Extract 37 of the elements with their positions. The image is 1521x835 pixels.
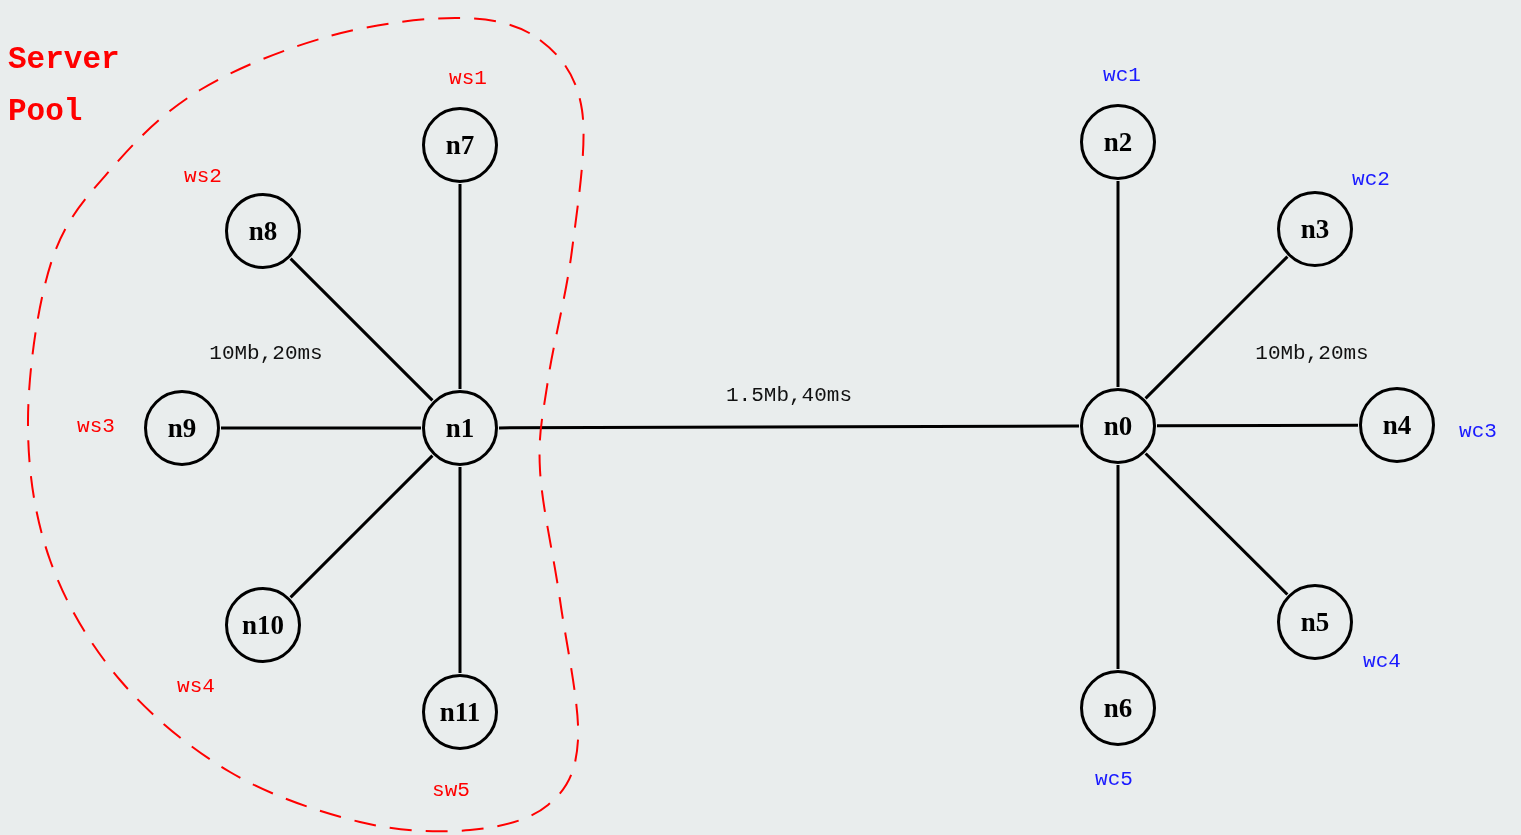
node-label: ws1 [449, 66, 487, 90]
link-line [1116, 181, 1120, 387]
link-line [458, 184, 462, 389]
node-label: wc4 [1363, 649, 1401, 673]
node-circle: n10 [225, 587, 301, 663]
link-line [221, 426, 421, 430]
node-label: ws3 [77, 414, 115, 438]
link-line [1144, 255, 1289, 400]
node-circle: n9 [144, 390, 220, 466]
node-circle: n5 [1277, 584, 1353, 660]
node-label: ws2 [184, 164, 222, 188]
node-circle: n2 [1080, 104, 1156, 180]
node-circle: n1 [422, 390, 498, 466]
node-circle: n6 [1080, 670, 1156, 746]
node-label: wc2 [1352, 167, 1390, 191]
node-circle: n8 [225, 193, 301, 269]
node-label: wc1 [1103, 63, 1141, 87]
node-circle: n7 [422, 107, 498, 183]
link-line [499, 424, 1079, 430]
node-label: wc3 [1459, 419, 1497, 443]
node-label: ws4 [177, 674, 215, 698]
link-line [289, 257, 434, 402]
node-label: wc5 [1095, 767, 1133, 791]
node-circle: n4 [1359, 387, 1435, 463]
link-line [1144, 452, 1289, 596]
link-line [458, 467, 462, 673]
link-line [1116, 465, 1120, 669]
link-label: 10Mb,20ms [1255, 341, 1369, 365]
node-circle: n11 [422, 674, 498, 750]
node-label: sw5 [432, 778, 470, 802]
link-line [289, 454, 434, 599]
edge-label: 1.5Mb,40ms [726, 383, 852, 407]
link-line [1157, 423, 1358, 428]
link-label: 10Mb,20ms [209, 341, 323, 365]
group-label: Server Pool [8, 41, 121, 131]
node-circle: n3 [1277, 191, 1353, 267]
node-circle: n0 [1080, 388, 1156, 464]
